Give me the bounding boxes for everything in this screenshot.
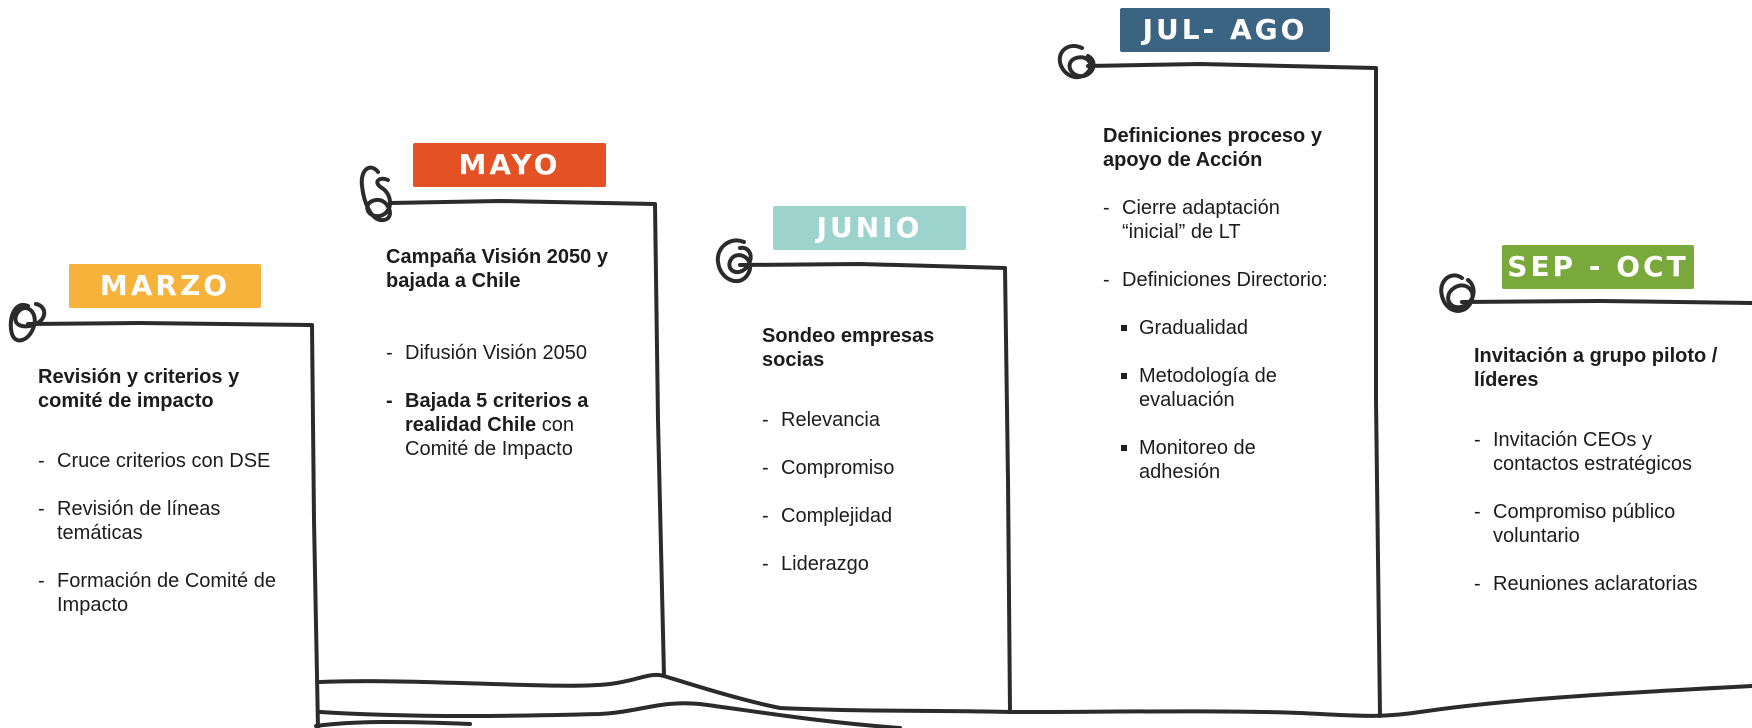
column-heading: Invitación a grupo piloto / líderes bbox=[1474, 345, 1718, 391]
month-tag-mayo: MAYO bbox=[413, 143, 606, 187]
column-mayo: Campaña Visión 2050 y bajada a Chile -Di… bbox=[386, 245, 626, 485]
item-list: -Cruce criterios con DSE -Revisión de lí… bbox=[38, 449, 278, 617]
list-item: -Complejidad bbox=[762, 505, 893, 527]
column-marzo: Revisión y criterios y comité de impacto… bbox=[38, 365, 278, 641]
item-list: -Cierre adaptación “inicial” de LT -Defi… bbox=[1103, 196, 1343, 484]
month-tag-junio: JUNIO bbox=[773, 206, 966, 250]
column-heading: Sondeo empresas socias bbox=[762, 325, 935, 371]
list-item: -Relevancia bbox=[762, 409, 880, 431]
item-list: -Relevancia -Compromiso -Complejidad -Li… bbox=[762, 408, 982, 576]
scribble-knot-icon bbox=[359, 165, 392, 223]
month-tag-sepoct: SEP - OCT bbox=[1502, 245, 1694, 289]
column-heading: Campaña Visión 2050 y bajada a Chile bbox=[386, 246, 608, 292]
list-item: -Reuniones aclaratorias bbox=[1474, 573, 1698, 595]
column-heading: Revisión y criterios y comité de impacto bbox=[38, 366, 240, 412]
column-junio: Sondeo empresas socias -Relevancia -Comp… bbox=[762, 324, 982, 600]
column-sepoct: Invitación a grupo piloto / líderes -Inv… bbox=[1474, 344, 1734, 620]
list-item: -Difusión Visión 2050 bbox=[386, 342, 587, 364]
bottom-sketch-line-3 bbox=[314, 720, 472, 728]
sub-list-item: Gradualidad bbox=[1103, 316, 1343, 340]
list-item: -Compromiso bbox=[762, 457, 895, 479]
scribble-knot-icon bbox=[8, 302, 47, 343]
list-item: -Invitación CEOs y contactos estratégico… bbox=[1474, 429, 1692, 475]
sub-list-item: Metodología de evaluación bbox=[1103, 364, 1289, 412]
scribble-knot-icon bbox=[715, 238, 753, 284]
list-item: -Compromiso público voluntario bbox=[1474, 501, 1676, 547]
item-list: -Invitación CEOs y contactos estratégico… bbox=[1474, 428, 1734, 596]
step-outline-sepoct bbox=[1460, 299, 1752, 305]
scribble-knot-icon bbox=[1439, 273, 1476, 313]
column-julago: Definiciones proceso y apoyo de Acción -… bbox=[1103, 124, 1343, 508]
list-item: -Formación de Comité de Impacto bbox=[38, 570, 276, 616]
item-list: -Difusión Visión 2050 -Bajada 5 criterio… bbox=[386, 341, 626, 461]
column-heading: Definiciones proceso y apoyo de Acción bbox=[1103, 125, 1322, 171]
bottom-sketch-line-2 bbox=[318, 701, 902, 728]
list-item: -Cierre adaptación “inicial” de LT bbox=[1103, 197, 1280, 243]
list-item: -Liderazgo bbox=[762, 553, 869, 575]
sub-list-item: Monitoreo de adhesión bbox=[1103, 436, 1289, 484]
list-item: -Cruce criterios con DSE bbox=[38, 450, 271, 472]
list-item: -Definiciones Directorio: bbox=[1103, 269, 1328, 291]
bottom-sketch-line bbox=[318, 673, 1752, 718]
scribble-knot-icon bbox=[1057, 43, 1096, 80]
month-tag-julago: JUL- AGO bbox=[1120, 8, 1330, 52]
list-item: -Revisión de líneas temáticas bbox=[38, 498, 221, 544]
month-tag-marzo: MARZO bbox=[69, 264, 261, 308]
list-item: -Bajada 5 criterios a realidad Chile con… bbox=[386, 390, 589, 460]
